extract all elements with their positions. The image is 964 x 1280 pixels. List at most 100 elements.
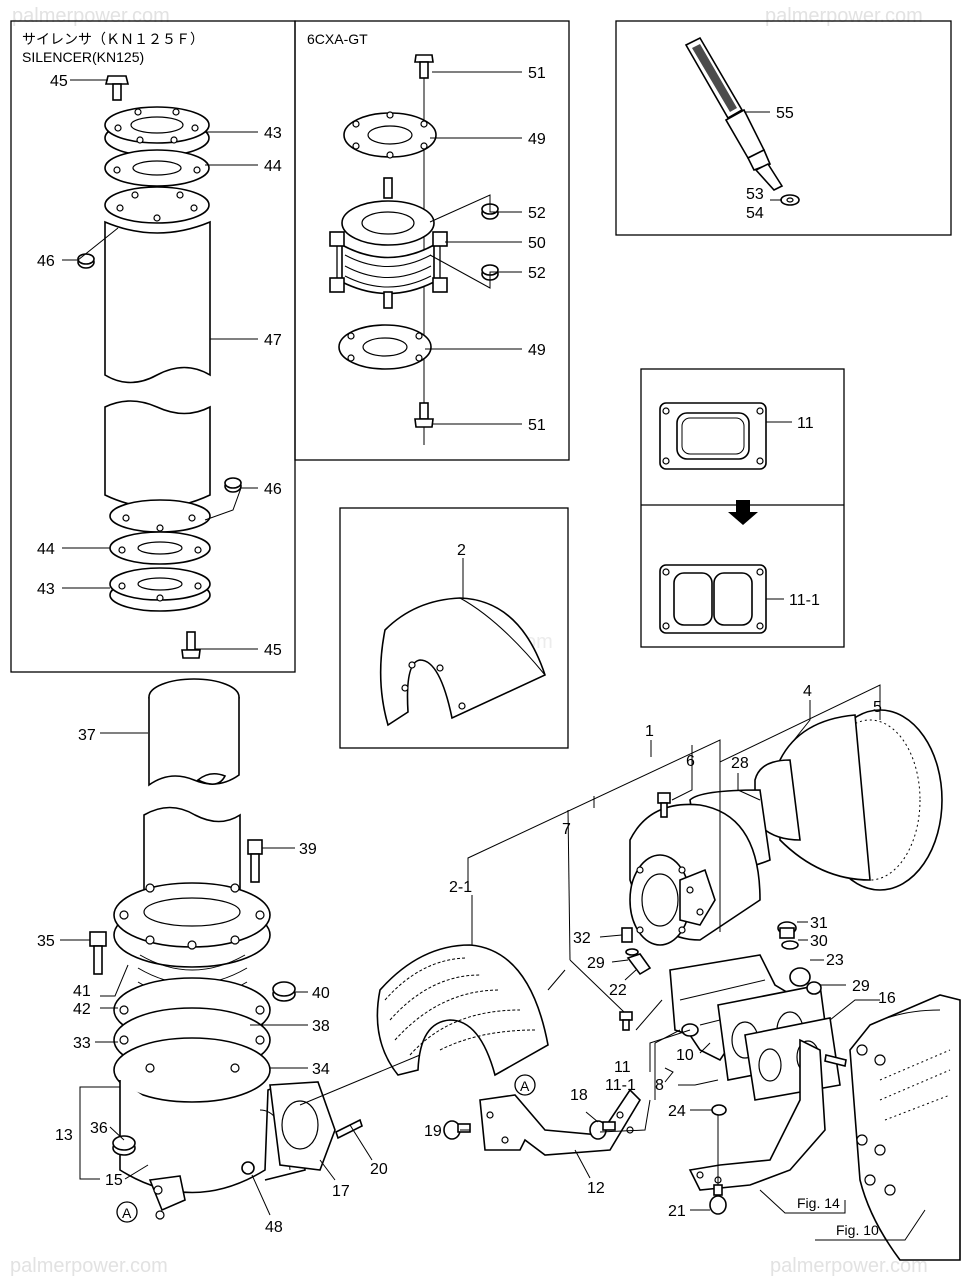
nut-40 <box>272 981 296 1002</box>
callout-2: 2 <box>457 542 466 559</box>
bellows-50 <box>329 177 448 309</box>
callout-35: 35 <box>37 933 55 950</box>
washer-29b <box>806 981 822 995</box>
turbocharger <box>629 709 943 946</box>
callout-2-1: 2-1 <box>449 879 472 896</box>
reference-circle-a-left <box>116 1201 138 1223</box>
callout-24: 24 <box>668 1103 686 1120</box>
callout-1: 1 <box>645 723 654 740</box>
silencer-title-en: SILENCER(KN125) <box>22 49 144 65</box>
flange-43-lower <box>109 567 211 612</box>
callout-21: 21 <box>668 1203 686 1220</box>
callout-41: 41 <box>73 983 91 1000</box>
heat-cover-2-1 <box>376 944 549 1077</box>
bolt-45-lower <box>181 631 201 659</box>
figure-ref-10: Fig. 10 <box>836 1222 879 1238</box>
callout-49-lower: 49 <box>528 342 546 359</box>
callout-15: 15 <box>105 1172 123 1189</box>
pipe-lower <box>143 806 241 906</box>
callout-11-1-panel: 11-1 <box>789 592 820 609</box>
callout-37: 37 <box>78 727 96 744</box>
bolt-45-top <box>104 75 130 101</box>
callout-16: 16 <box>878 990 896 1007</box>
cover-panel-frame <box>339 507 569 749</box>
bolt-35 <box>89 931 107 975</box>
callout-30: 30 <box>810 933 828 950</box>
bolt-7 <box>619 1011 633 1031</box>
callout-11-1-main: 11-1 <box>605 1077 636 1094</box>
callout-45-lower: 45 <box>264 642 282 659</box>
callout-34: 34 <box>312 1061 330 1078</box>
silencer-title-jp: サイレンサ（ＫＮ１２５Ｆ） <box>22 31 204 47</box>
callout-48: 48 <box>265 1219 283 1236</box>
nut-23 <box>789 967 811 987</box>
gasket-panel-frame <box>640 368 845 648</box>
callout-4: 4 <box>803 683 812 700</box>
bolt-18 <box>589 1120 616 1140</box>
bolt-39 <box>247 839 263 883</box>
callout-31: 31 <box>810 915 828 932</box>
callout-44-lower: 44 <box>37 541 55 558</box>
callout-17: 17 <box>332 1183 350 1200</box>
stud-16 <box>824 1054 847 1067</box>
bolt-51-top <box>414 54 434 79</box>
callout-11-panel: 11 <box>797 415 814 432</box>
callout-10: 10 <box>676 1047 694 1064</box>
watermark-top-right: palmerpower.com <box>765 5 923 27</box>
washer-24 <box>711 1104 727 1116</box>
callout-46-left: 46 <box>37 253 55 270</box>
callout-52-lower: 52 <box>528 265 546 282</box>
heat-cover-2 <box>379 597 546 727</box>
callout-11-main: 11 <box>614 1059 631 1076</box>
gasket-44-lower <box>109 531 211 565</box>
plug-48 <box>241 1161 255 1175</box>
engine-block <box>849 994 961 1261</box>
bolt-19 <box>443 1120 471 1140</box>
watermark-bottom-right: palmerpower.com <box>770 1255 928 1277</box>
callout-20: 20 <box>370 1161 388 1178</box>
model-panel: 6CXA-GT <box>294 20 570 461</box>
callout-52-upper: 52 <box>528 205 546 222</box>
callout-18: 18 <box>570 1087 588 1104</box>
callout-45-top: 45 <box>50 73 68 90</box>
silencer-body-47-upper <box>104 186 211 384</box>
watermark-bottom-left: palmerpower.com <box>10 1255 168 1277</box>
plug-31 <box>777 921 797 939</box>
model-panel-frame <box>294 20 570 461</box>
gasket-11-1 <box>659 564 767 634</box>
flange-43-top <box>104 106 210 157</box>
tool-panel: 55 53 54 <box>615 20 952 236</box>
callout-43-lower: 43 <box>37 581 55 598</box>
sensor-tool-55 <box>684 36 800 206</box>
callout-22: 22 <box>609 982 627 999</box>
callout-38: 38 <box>312 1018 330 1035</box>
bellows-assembly <box>113 882 306 1194</box>
bracket-fig14 <box>688 1038 826 1191</box>
callout-36: 36 <box>90 1120 108 1137</box>
callout-32: 32 <box>573 930 591 947</box>
tube-22 <box>626 953 652 976</box>
nut-36 <box>112 1135 136 1156</box>
callout-53: 53 <box>746 186 764 203</box>
arrow-down-icon <box>728 500 758 525</box>
flange-49-top <box>343 111 437 159</box>
callout-51-lower: 51 <box>528 417 546 434</box>
washer-30 <box>781 940 799 950</box>
gasket-panel: 11 11-1 <box>640 368 845 648</box>
callout-43-top: 43 <box>264 125 282 142</box>
pipe-37 <box>148 678 240 787</box>
figure-ref-14: Fig. 14 <box>797 1195 840 1211</box>
gasket-44-top <box>104 149 210 187</box>
plug-32 <box>621 927 633 943</box>
callout-55: 55 <box>776 105 794 122</box>
nut-46-left <box>77 253 95 269</box>
callout-39: 39 <box>299 841 317 858</box>
callout-40: 40 <box>312 985 330 1002</box>
reference-circle-a-right <box>514 1074 536 1096</box>
model-panel-title: 6CXA-GT <box>307 31 368 47</box>
silencer-panel: サイレンサ（ＫＮ１２５Ｆ） SILENCER(KN125) <box>10 20 296 673</box>
nut-46-right <box>224 477 242 493</box>
callout-5: 5 <box>873 699 882 716</box>
callout-8: 8 <box>655 1077 664 1094</box>
